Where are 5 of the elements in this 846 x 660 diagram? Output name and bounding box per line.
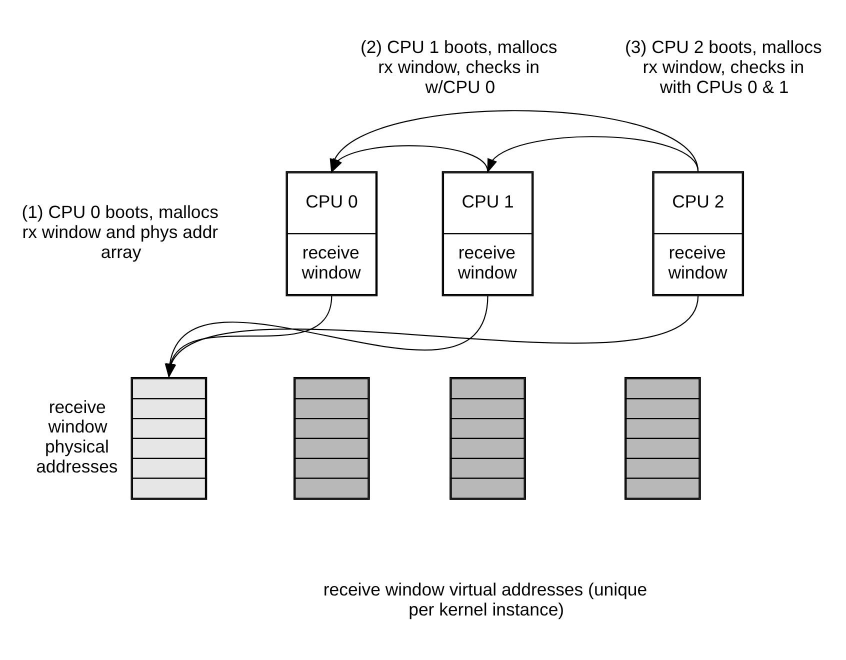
- label: (1) CPU 0 boots, mallocs rx window and phys addr array: [22, 202, 218, 262]
- label: (2) CPU 1 boots, mallocs rx window, checks in w/CPU 0: [360, 37, 558, 97]
- label: receive window virtual addresses (unique per kernel instance): [323, 579, 648, 620]
- label: (3) CPU 2 boots, mallocs rx window, checks in with CPUs 0 & 1: [625, 37, 822, 97]
- node-label: receive window physical addresses: [36, 396, 118, 477]
